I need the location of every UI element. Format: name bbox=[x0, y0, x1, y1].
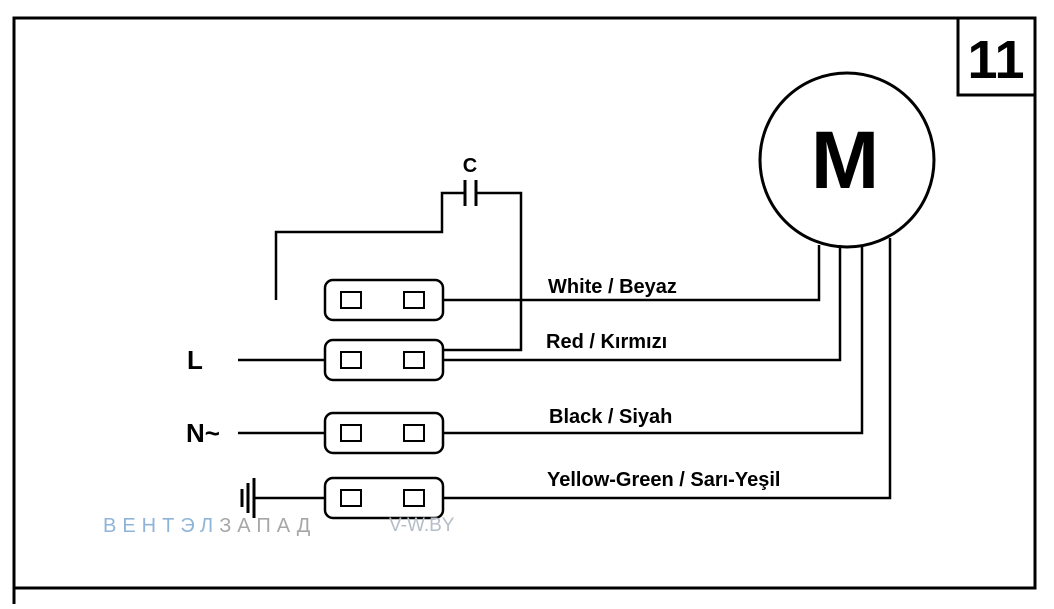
capacitor-label: C bbox=[463, 155, 477, 177]
terminal-label-line: L bbox=[187, 345, 203, 375]
terminal-label-neutral: N~ bbox=[186, 418, 220, 448]
wire-label-red: Red / Kırmızı bbox=[546, 331, 667, 353]
terminal-block-1 bbox=[323, 278, 445, 322]
motor-label: M bbox=[811, 115, 879, 206]
terminal-block-2 bbox=[323, 338, 445, 382]
terminal-block-4 bbox=[323, 476, 445, 520]
diagram-frame bbox=[12, 16, 1037, 590]
diagram-number: 11 bbox=[967, 30, 1024, 90]
wire-label-yellow-green: Yellow-Green / Sarı-Yeşil bbox=[547, 469, 780, 491]
wire-red bbox=[443, 245, 842, 362]
wire-white bbox=[443, 245, 821, 302]
motor-symbol bbox=[758, 71, 936, 249]
wire-label-black: Black / Siyah bbox=[549, 406, 672, 428]
terminal-block-3 bbox=[323, 411, 445, 455]
wire-label-white: White / Beyaz bbox=[548, 276, 677, 298]
wire-yellow-green bbox=[443, 238, 892, 500]
diagram-number-box bbox=[956, 16, 1037, 97]
watermark-brand: ВЕНТЭЛЗАПАД bbox=[103, 515, 316, 537]
watermark-url: V-W.BY bbox=[389, 515, 455, 536]
capacitor-symbol bbox=[274, 180, 523, 352]
wire-black bbox=[443, 245, 864, 435]
earth-ground-icon bbox=[240, 478, 256, 518]
